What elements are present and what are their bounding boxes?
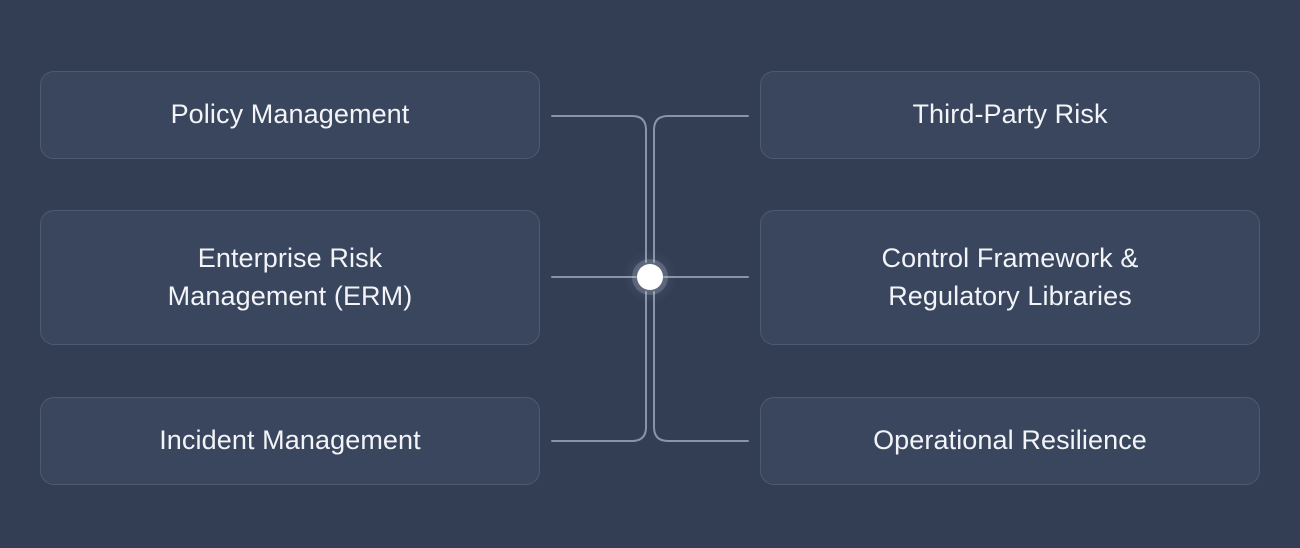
connector-third-party-risk xyxy=(653,115,749,263)
node-control-framework-regulatory-libraries[interactable]: Control Framework & Regulatory Libraries xyxy=(760,210,1260,345)
connector-policy-management xyxy=(551,115,647,263)
connector-operational-resilience xyxy=(653,291,749,442)
node-third-party-risk[interactable]: Third-Party Risk xyxy=(760,71,1260,159)
node-label: Enterprise Risk Management (ERM) xyxy=(167,243,413,311)
connector-incident-management xyxy=(551,291,647,442)
center-node xyxy=(637,264,663,290)
node-label: Operational Resilience xyxy=(873,425,1147,456)
node-operational-resilience[interactable]: Operational Resilience xyxy=(760,397,1260,485)
node-label: Third-Party Risk xyxy=(912,99,1108,130)
node-label: Policy Management xyxy=(170,99,410,130)
node-label: Control Framework & Regulatory Libraries xyxy=(881,243,1139,311)
node-policy-management[interactable]: Policy Management xyxy=(40,71,540,159)
node-incident-management[interactable]: Incident Management xyxy=(40,397,540,485)
node-label: Incident Management xyxy=(159,425,421,456)
node-enterprise-risk-management[interactable]: Enterprise Risk Management (ERM) xyxy=(40,210,540,345)
